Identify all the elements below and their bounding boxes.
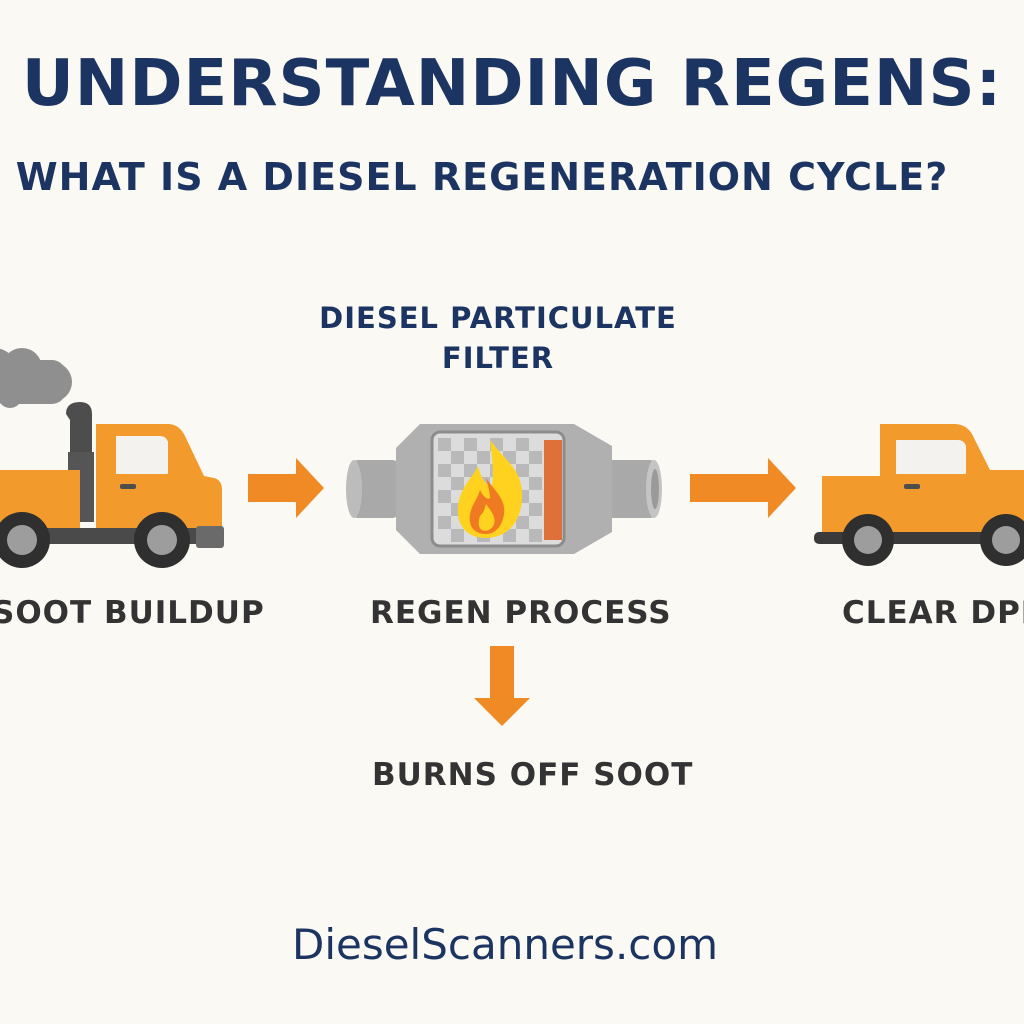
smoke-cloud — [0, 348, 72, 408]
filter-inlet-pipe — [346, 460, 400, 518]
result-label-burns-off-soot: BURNS OFF SOOT — [372, 757, 694, 793]
filter-cell — [503, 529, 516, 542]
filter-cell — [529, 477, 542, 490]
arrow-right-icon — [248, 458, 324, 518]
filter-cell — [438, 464, 451, 477]
filter-cell — [516, 438, 529, 451]
filter-cell — [516, 464, 529, 477]
truck-clean-icon — [814, 424, 1024, 566]
wheel — [842, 514, 894, 566]
step-label-soot-buildup: SOOT BUILDUP — [0, 595, 265, 631]
step-label-regen-process: REGEN PROCESS — [370, 595, 672, 631]
filter-outlet-pipe — [606, 460, 662, 518]
filter-cell — [464, 438, 477, 451]
page-title: UNDERSTANDING REGENS: — [21, 47, 1003, 121]
filter-cell — [451, 451, 464, 464]
filter-cell — [529, 451, 542, 464]
dpf-heading: DIESEL PARTICULATE FILTER — [319, 301, 677, 375]
page-subtitle: WHAT IS A DIESEL REGENERATION CYCLE? — [15, 155, 949, 199]
step-label-clear-dpf: CLEAR DPF — [842, 595, 1024, 631]
filter-cell — [451, 477, 464, 490]
filter-cell — [529, 503, 542, 516]
arrow-down-icon — [474, 646, 530, 726]
filter-cell — [438, 490, 451, 503]
filter-cell — [477, 451, 490, 464]
flame-icon — [457, 440, 523, 538]
filter-cell — [451, 529, 464, 542]
wheel — [134, 512, 190, 568]
filter-cell — [438, 438, 451, 451]
wheel — [980, 514, 1024, 566]
website-footer: DieselScanners.com — [291, 920, 718, 969]
filter-cell — [529, 529, 542, 542]
filter-hot-band — [544, 440, 562, 540]
filter-cell — [516, 516, 529, 529]
wheel — [0, 512, 50, 568]
arrow-right-icon — [690, 458, 796, 518]
filter-cell — [438, 516, 451, 529]
truck-smoking-icon — [0, 348, 224, 568]
truck-body — [0, 424, 224, 548]
dpf-flame-icon — [346, 424, 662, 554]
